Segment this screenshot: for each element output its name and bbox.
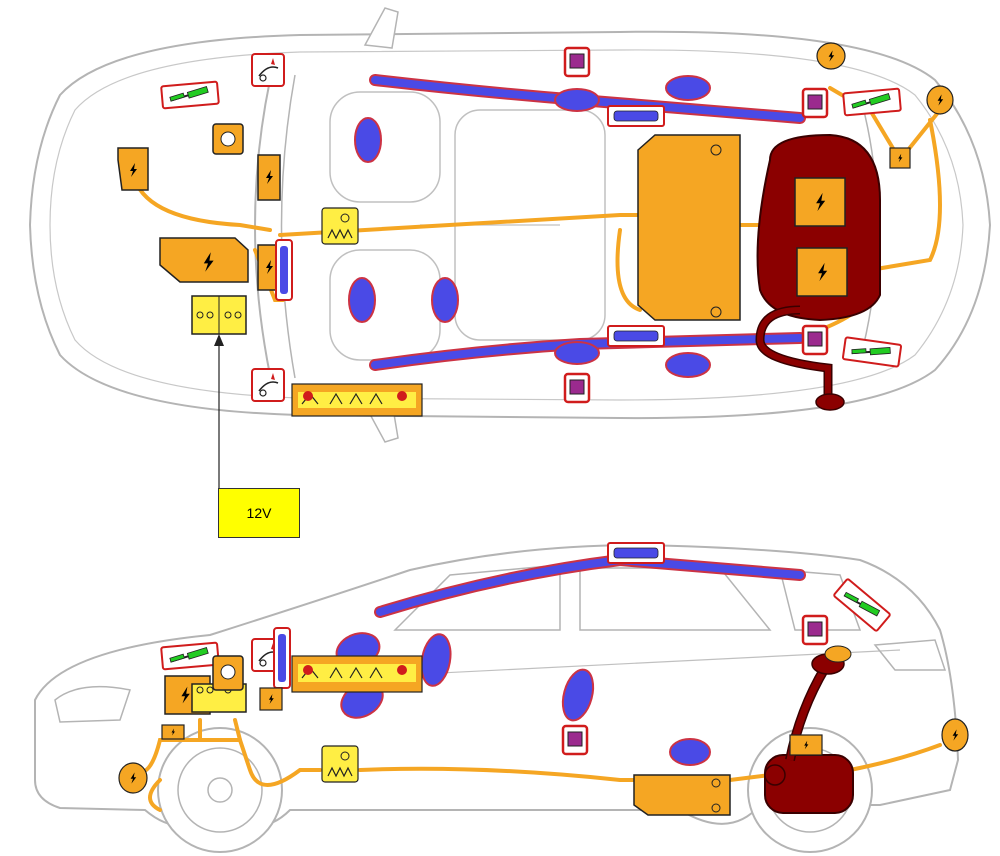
hv-battery-side <box>633 774 731 816</box>
curtain-generator-upper <box>607 105 665 127</box>
hv-connector-rear-side <box>789 734 823 756</box>
hv-connector-side <box>259 687 283 711</box>
hv-component-front-center <box>159 237 249 283</box>
side-headlamp <box>54 685 131 723</box>
hood-lifter-upper <box>251 53 285 87</box>
battery-icon <box>191 295 247 335</box>
sensor-icon <box>801 87 829 119</box>
lightning-icon <box>926 85 954 115</box>
gas-strut-rear-upper <box>842 87 902 117</box>
airbag-icon <box>561 668 595 722</box>
airbag-icon <box>554 341 600 365</box>
hv-connector-side-low <box>161 724 185 740</box>
hood-lifter-lower <box>251 368 285 402</box>
curtain-generator-lower <box>607 325 665 347</box>
hv-component-a-pillar-upper <box>257 154 281 201</box>
top-windshield-2 <box>280 74 296 379</box>
airbag-icon <box>554 88 600 112</box>
cables-side <box>133 718 942 812</box>
callout-arrow-head <box>214 334 224 346</box>
hv-component-front-left <box>117 147 149 191</box>
side-view <box>34 542 969 853</box>
side-curtain-generator <box>607 542 665 564</box>
callout-12v: 12V <box>218 488 300 538</box>
pretensioner-top <box>321 207 359 245</box>
lightning-icon <box>118 762 148 794</box>
sensor-icon <box>561 724 589 756</box>
side-rear-quarter <box>779 569 862 631</box>
sensor-icon <box>563 372 591 404</box>
pyro-fuse-icon <box>220 664 236 680</box>
sensor-icon <box>801 324 829 356</box>
hv-connector-rear <box>889 147 911 169</box>
hv-battery-top <box>637 134 741 321</box>
lightning-icon <box>941 718 969 752</box>
sensor-icon <box>801 614 829 646</box>
callout-label: 12V <box>246 505 272 521</box>
pretensioner-side <box>321 745 359 783</box>
gas-strut-side-front <box>160 641 220 671</box>
top-view <box>28 7 992 488</box>
airbag-icon <box>348 277 376 323</box>
side-taillamp <box>873 639 947 671</box>
top-body-inner <box>49 49 964 401</box>
side-front-wheel <box>157 727 283 853</box>
side-curtain-airbag-core <box>376 555 804 616</box>
battery-switch-side <box>212 655 244 691</box>
airbag-icon <box>665 75 711 101</box>
top-seat-fl <box>329 91 441 203</box>
airbag-icon <box>354 117 382 163</box>
top-mirror-upper <box>363 7 399 49</box>
airbag-icon <box>665 352 711 378</box>
airbag-strip-side <box>291 655 423 693</box>
lightning-icon <box>816 42 846 70</box>
pyro-fuse-icon <box>220 131 236 147</box>
airbags-top <box>348 75 711 378</box>
airbag-column-top <box>275 239 293 301</box>
airbag-icon <box>669 738 711 766</box>
fuel-tank-icon <box>755 133 881 411</box>
sensor-icon <box>563 46 591 78</box>
airbag-icon <box>431 277 459 323</box>
battery-switch <box>212 123 244 155</box>
hv-module-rear-lower <box>796 247 848 297</box>
gas-strut-front-top <box>160 80 220 110</box>
hv-module-rear-upper <box>794 177 846 227</box>
airbag-strip-top <box>291 383 423 417</box>
airbag-column-side <box>273 627 291 689</box>
